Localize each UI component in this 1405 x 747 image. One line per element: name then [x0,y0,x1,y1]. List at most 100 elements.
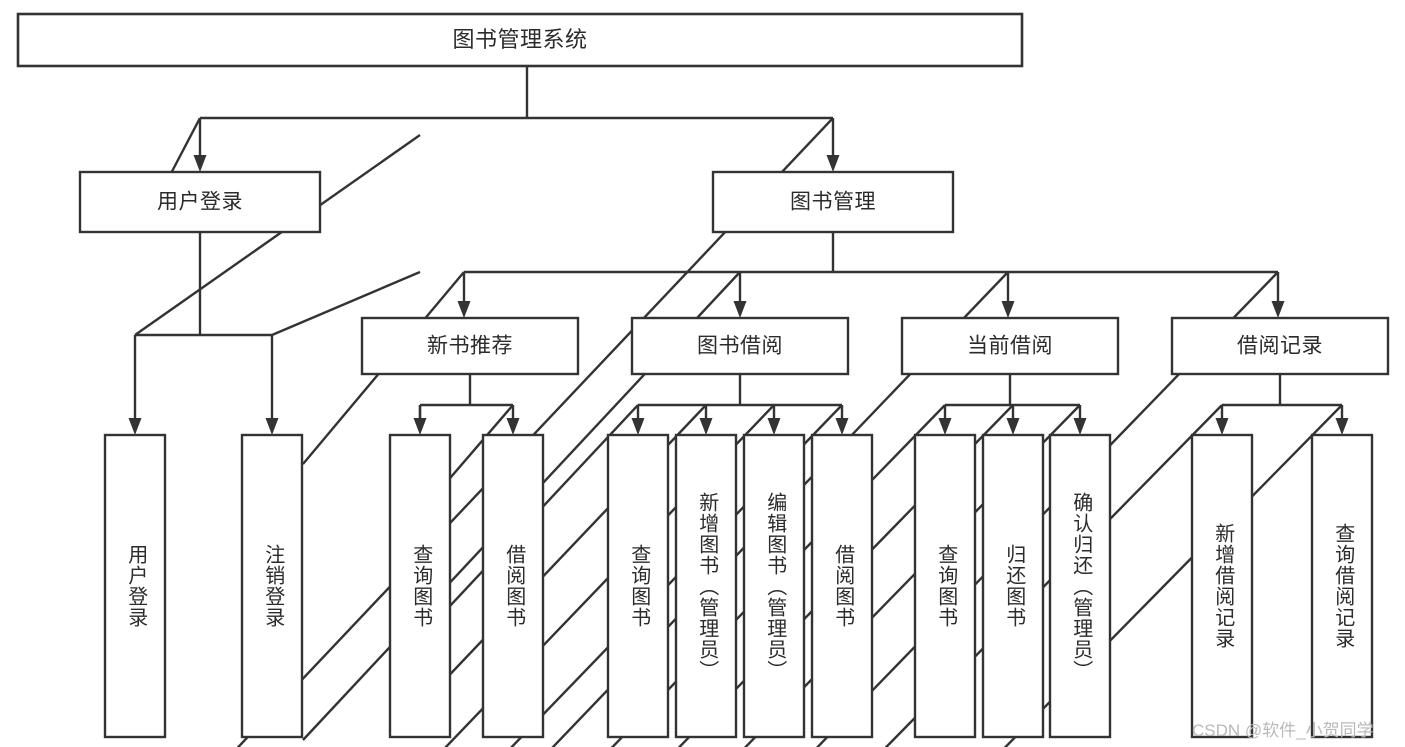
node-leaf-borrow-book-rec-box[interactable] [481,433,545,739]
node-leaf-query-book-cur-label: 查询图书 [934,544,957,628]
node-leaf-add-record[interactable]: 新增借阅记录 [1190,433,1254,739]
connector-line [1003,404,1343,747]
node-leaf-user-login-label-wrap: 用户登录 [106,436,164,736]
node-leaf-edit-book[interactable]: 编辑图书（管理员） [742,433,806,739]
node-leaf-query-book-borrow[interactable]: 查询图书 [606,433,670,739]
node-new-book-recommend-label: 新书推荐 [427,335,513,358]
node-leaf-logout[interactable]: 注销登录 [240,433,304,739]
connector-line [271,270,421,337]
node-leaf-confirm-return-label-container: 确认归还（管理员） [1051,436,1109,736]
book-borrow-drop-1-arrowhead [699,418,713,435]
node-leaf-logout-label-wrap: 注销登录 [243,436,301,736]
node-leaf-add-record-box[interactable] [1190,433,1254,739]
node-leaf-return-book-box[interactable] [981,433,1045,739]
node-leaf-add-book-box[interactable] [674,433,738,739]
node-leaf-query-book-borrow-label: 查询图书 [627,544,650,628]
node-leaf-query-book-cur[interactable]: 查询图书 [913,433,977,739]
node-leaf-query-record-label: 查询借阅记录 [1331,523,1354,649]
node-root-system-label: 图书管理系统 [452,27,587,52]
node-current-borrow[interactable]: 当前借阅 [900,316,1120,376]
connector-layer [128,66,1349,747]
node-leaf-confirm-return-label-wrap: 确认归还（管理员） [1051,436,1109,736]
book-borrow-drop-3-arrowhead [835,418,849,435]
connector-line [815,271,1279,747]
root-drop-1-arrowhead [826,155,840,172]
node-book-borrow-label: 图书借阅 [697,335,783,358]
node-leaf-user-login-box[interactable] [103,433,167,739]
node-root-system-box[interactable] [16,12,1024,68]
current-borrow-drop-0-arrowhead [938,418,952,435]
node-leaf-return-book-label-container: 归还图书 [1002,544,1025,628]
node-leaf-query-record-label-wrap: 查询借阅记录 [1313,436,1371,736]
node-new-book-recommend[interactable]: 新书推荐 [360,316,580,376]
node-leaf-add-book-label-wrap: 新增图书（管理员） [677,436,735,736]
node-root-system[interactable]: 图书管理系统 [16,12,1024,68]
node-leaf-query-record[interactable]: 查询借阅记录 [1310,433,1374,739]
current-borrow-drop-2-arrowhead [1073,418,1087,435]
book-manage-drop-2-arrowhead [1001,301,1015,318]
node-book-manage-label: 图书管理 [790,191,876,214]
node-user-login-label: 用户登录 [157,191,243,214]
new-book-recommend-drop-0-arrowhead [413,418,427,435]
node-leaf-add-book-label: 新增图书（管理员） [695,491,718,681]
node-leaf-borrow-book-label-container: 借阅图书 [813,436,871,736]
node-leaf-add-record-label-wrap: 新增借阅记录 [1193,436,1251,736]
node-leaf-confirm-return-box[interactable] [1048,433,1112,739]
node-leaf-borrow-book-rec-label-container: 借阅图书 [484,436,542,736]
node-leaf-borrow-book[interactable]: 借阅图书 [810,433,874,739]
node-leaf-borrow-book-box[interactable] [810,433,874,739]
node-book-borrow-box[interactable] [630,316,850,376]
node-borrow-record[interactable]: 借阅记录 [1170,316,1390,376]
node-leaf-query-book-rec-label: 查询图书 [409,544,432,628]
book-manage-drop-0-arrowhead [457,301,471,318]
node-leaf-return-book[interactable]: 归还图书 [981,433,1045,739]
node-leaf-borrow-book-label-wrap: 借阅图书 [813,436,871,736]
node-current-borrow-label: 当前借阅 [967,335,1053,358]
node-leaf-query-book-borrow-label-container: 查询图书 [609,436,667,736]
book-manage-drop-3-arrowhead [1271,301,1285,318]
node-leaf-edit-book-label-wrap: 编辑图书（管理员） [745,436,803,736]
book-borrow-drop-2-arrowhead [767,418,781,435]
book-borrow-drop-0-arrowhead [631,418,645,435]
node-leaf-query-book-cur-label-container: 查询图书 [916,436,974,736]
node-leaf-query-record-label-container: 查询借阅记录 [1313,436,1371,736]
node-current-borrow-box[interactable] [900,316,1120,376]
node-leaf-borrow-book-rec-label-wrap: 借阅图书 [484,436,542,736]
node-leaf-logout-box[interactable] [240,433,304,739]
node-leaf-borrow-book-label: 借阅图书 [831,544,854,628]
borrow-record-drop-0-arrowhead [1215,418,1229,435]
node-leaf-query-book-cur-label-wrap: 查询图书 [916,436,974,736]
node-leaf-borrow-book-rec[interactable]: 借阅图书 [481,433,545,739]
node-leaf-add-record-label-container: 新增借阅记录 [1193,436,1251,736]
node-leaf-edit-book-label-container: 编辑图书（管理员） [745,436,803,736]
current-borrow-drop-1-arrowhead [1006,418,1020,435]
book-manage-drop-1-arrowhead [733,301,747,318]
node-book-borrow[interactable]: 图书借阅 [630,316,850,376]
node-layer: 图书管理系统用户登录图书管理新书推荐图书借阅当前借阅借阅记录用户登录注销登录查询… [16,12,1390,739]
node-leaf-confirm-return-label: 确认归还（管理员） [1069,491,1092,681]
node-leaf-add-book[interactable]: 新增图书（管理员） [674,433,738,739]
node-new-book-recommend-box[interactable] [360,316,580,376]
node-user-login-box[interactable] [78,170,322,234]
node-borrow-record-box[interactable] [1170,316,1390,376]
root-drop-0-arrowhead [193,155,207,172]
node-leaf-user-login[interactable]: 用户登录 [103,433,167,739]
node-leaf-query-book-rec-label-container: 查询图书 [409,544,432,628]
node-leaf-return-book-label: 归还图书 [1002,544,1025,628]
node-leaf-add-record-label: 新增借阅记录 [1211,523,1234,649]
node-leaf-query-book-rec[interactable]: 查询图书 [388,433,452,739]
node-book-manage[interactable]: 图书管理 [711,170,955,234]
node-leaf-query-book-borrow-label-wrap: 查询图书 [609,436,667,736]
node-leaf-logout-label: 注销登录 [261,544,284,628]
node-leaf-edit-book-label: 编辑图书（管理员） [763,491,786,681]
node-leaf-query-book-cur-box[interactable] [913,433,977,739]
node-leaf-query-record-box[interactable] [1310,433,1374,739]
node-leaf-confirm-return[interactable]: 确认归还（管理员） [1048,433,1112,739]
node-leaf-query-book-rec-box[interactable] [388,433,452,739]
node-user-login[interactable]: 用户登录 [78,170,322,234]
node-leaf-query-book-borrow-box[interactable] [606,433,670,739]
connector-line [134,134,421,336]
node-book-manage-box[interactable] [711,170,955,234]
node-leaf-edit-book-box[interactable] [742,433,806,739]
